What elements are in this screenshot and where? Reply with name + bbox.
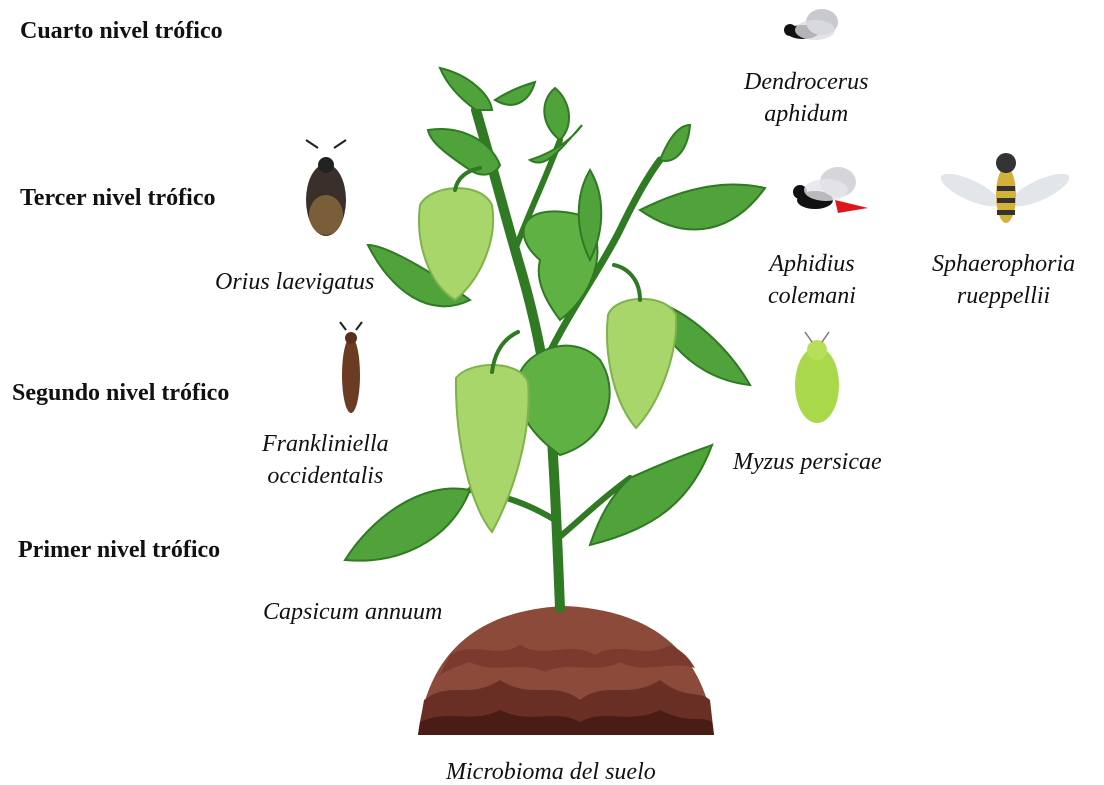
myzus-insect-icon [795, 332, 839, 423]
dendrocerus-insect-icon [784, 9, 838, 40]
orius-insect-icon [306, 140, 346, 236]
soil-mound [418, 606, 714, 735]
frankliniella-insect-icon [340, 322, 362, 413]
aphidius-insect-icon [793, 167, 868, 213]
sphaerophoria-insect-icon [937, 153, 1073, 223]
